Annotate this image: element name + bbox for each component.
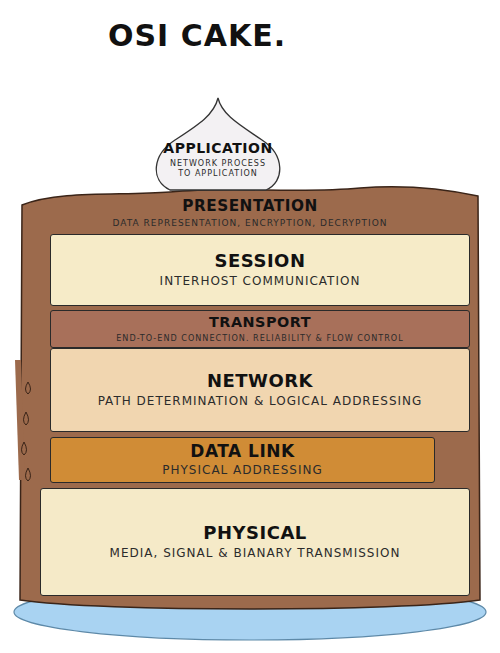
- layer-band: NETWORK PATH DETERMINATION & LOGICAL ADDR…: [50, 348, 470, 432]
- whipped-cream: [156, 98, 280, 190]
- layer-band: SESSION INTERHOST COMMUNICATION: [50, 234, 470, 306]
- layer-description: MEDIA, SIGNAL & BIANARY TRANSMISSION: [110, 546, 401, 561]
- layer-name: DATA LINK: [190, 442, 294, 461]
- layer-band: DATA LINK PHYSICAL ADDRESSING: [50, 437, 435, 483]
- layer-name: SESSION: [215, 251, 306, 271]
- drip: [26, 468, 31, 481]
- drip: [22, 442, 27, 455]
- diagram-title: OSI CAKE.: [108, 18, 286, 53]
- layer-cream: APPLICATION NETWORK PROCESS TO APPLICATIO…: [156, 132, 280, 188]
- layer-name: APPLICATION: [163, 141, 272, 156]
- layer-name: NETWORK: [207, 371, 313, 391]
- layer-name: PRESENTATION: [182, 198, 318, 215]
- layer-description: DATA REPRESENTATION, ENCRYPTION, DECRYPT…: [113, 218, 388, 229]
- layer-description: INTERHOST COMMUNICATION: [160, 274, 361, 289]
- layer-band: TRANSPORT END-TO-END CONNECTION. RELIABIL…: [50, 310, 470, 348]
- chocolate-frosting: [20, 187, 480, 609]
- layer-name: TRANSPORT: [209, 315, 311, 331]
- drip: [18, 360, 22, 480]
- drip: [26, 382, 31, 394]
- layer-name: PHYSICAL: [203, 523, 307, 543]
- layer-description: PHYSICAL ADDRESSING: [162, 463, 323, 478]
- layer-description: PATH DETERMINATION & LOGICAL ADDRESSING: [98, 394, 423, 409]
- layer-description: END-TO-END CONNECTION. RELIABILITY & FLO…: [116, 333, 404, 343]
- layer-frosting: PRESENTATION DATA REPRESENTATION, ENCRYPT…: [24, 193, 476, 234]
- layer-description: NETWORK PROCESS TO APPLICATION: [162, 159, 274, 179]
- layer-band: PHYSICAL MEDIA, SIGNAL & BIANARY TRANSMIS…: [40, 488, 470, 596]
- drip: [24, 412, 29, 425]
